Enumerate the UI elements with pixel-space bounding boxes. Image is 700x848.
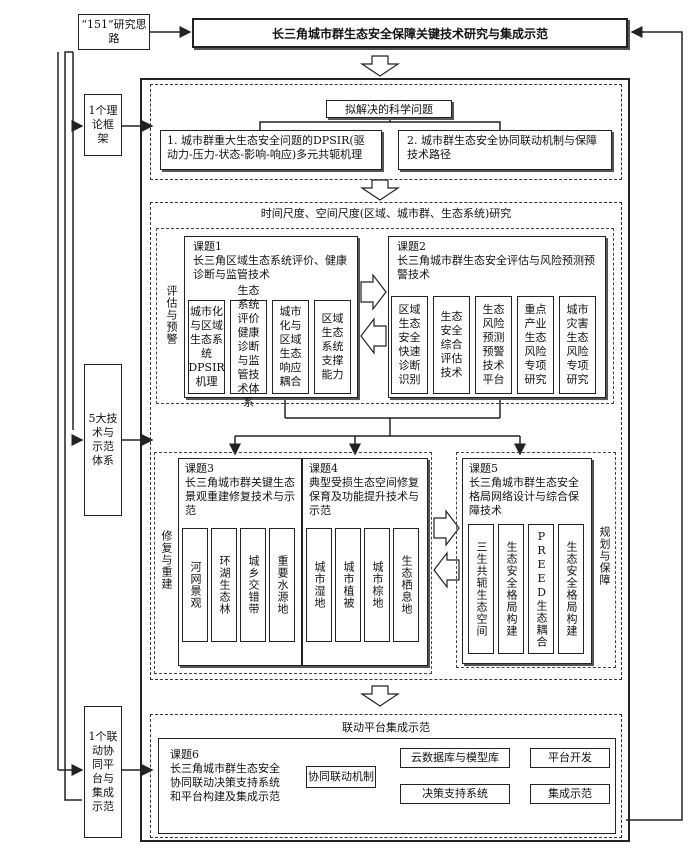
scale-header-text: 时间尺度、空间尺度(区域、城市群、生态系统)研究 (260, 207, 512, 220)
platform-dev-box: 平台开发 (530, 748, 610, 768)
platform-header: 联动平台集成示范 (160, 720, 612, 736)
topic2-item: 重点产业生态风险专项研究 (517, 296, 554, 394)
idea-box: “151”研究思路 (78, 14, 150, 50)
tech-frame (150, 202, 622, 680)
restore-label: 修复与重建 (156, 510, 176, 610)
topic1-item-text: 城市化与区域生态响应耦合 (279, 305, 302, 388)
topic2-item: 生态安全综合评估技术 (433, 296, 470, 394)
topic3-item-text: 城乡交错带 (247, 555, 260, 615)
theory-box: 1个理论框架 (84, 94, 122, 156)
topic2-item-text: 区域生态安全快速诊断识别 (398, 303, 421, 386)
plan-label-text: 规划与保障 (598, 526, 611, 586)
topic3-item: 重要水源地 (269, 528, 295, 642)
project-title: 长三角城市群生态安全保障关键技术研究与集成示范 (192, 18, 628, 48)
mechanism-text: 协同联动机制 (308, 770, 374, 783)
science-frame (150, 84, 622, 180)
science-q2-text: 2. 城市群生态安全协同联动机制与保障技术路径 (407, 134, 597, 161)
topic1-item: 区域生态系统支撑能力 (314, 300, 351, 394)
topic4-item: 城市棕地 (364, 528, 390, 642)
topic1-item: 城市化与区域生态响应耦合 (272, 300, 309, 394)
assess-label-text: 评估与预警 (165, 285, 178, 345)
topic1-item-text: 生态系统评价健康诊断与监管技术体系 (237, 284, 260, 409)
topic2-title: 课题2 长三角城市群生态安全评估与风险预测预警技术 (397, 240, 595, 281)
platform-header-text: 联动平台集成示范 (342, 721, 430, 734)
decision-system-text: 决策支持系统 (422, 787, 488, 800)
outer-frame (140, 78, 630, 842)
integrated-demo-box: 集成示范 (530, 784, 610, 804)
topic5-item-text: 生态安全格局构建 (505, 541, 518, 637)
topic3-title: 课题3 长三角城市群关键生态景观重建修复技术与示范 (185, 462, 295, 517)
assess-label: 评估与预警 (160, 260, 182, 370)
topic5-item: 生态安全格局构建 (558, 524, 584, 654)
topic6-title: 课题6 长三角城市群生态安全协同联动决策支持系统和平台构建及集成示范 (170, 748, 280, 803)
platform-label: 1个联动协同平台与集成示范 (88, 730, 118, 813)
topic5-item: 生态安全格局构建 (498, 524, 524, 654)
topic3-item: 城乡交错带 (240, 528, 266, 642)
topic1-item-text: 区域生态系统支撑能力 (321, 312, 344, 381)
topic5-item: 三生共轭生态空间 (468, 524, 494, 654)
science-q1: 1. 城市群重大生态安全问题的DPSIR(驱动力-压力-状态-影响-响应)多元共… (160, 130, 382, 170)
science-q1-text: 1. 城市群重大生态安全问题的DPSIR(驱动力-压力-状态-影响-响应)多元共… (167, 134, 365, 161)
topic5-item-text: 三生共轭生态空间 (475, 541, 488, 637)
topic2-item-text: 生态安全综合评估技术 (440, 310, 463, 379)
topic3-item-text: 河网景观 (189, 561, 202, 609)
topic2-item: 城市灾害生态风险专项研究 (559, 296, 596, 394)
platform-dev-text: 平台开发 (548, 751, 592, 764)
topic2-item-text: 城市灾害生态风险专项研究 (566, 303, 589, 386)
topic5-item-text: 生态安全格局构建 (565, 541, 578, 637)
topic3-item-text: 重要水源地 (276, 555, 289, 615)
topic5-item: PREED生态耦合 (528, 524, 554, 654)
mechanism-box: 协同联动机制 (306, 766, 376, 788)
topic2-item: 生态风险预测预警技术平台 (475, 296, 512, 394)
science-header-text: 拟解决的科学问题 (345, 103, 433, 116)
restore-group (154, 452, 432, 674)
assess-group (156, 228, 614, 404)
integrated-demo-text: 集成示范 (548, 787, 592, 800)
topic1-title: 课题1 长三角区域生态系统评价、健康诊断与监管技术 (193, 240, 347, 281)
topic1-item: 城市化与区域生态系统DPSIR机理 (188, 300, 225, 394)
theory-label: 1个理论框架 (88, 104, 118, 145)
tech-label: 5大技术与示范体系 (88, 412, 118, 467)
topic2-item: 区域生态安全快速诊断识别 (391, 296, 428, 394)
topic4-item-text: 生态栖息地 (400, 555, 413, 615)
topic3-item: 河网景观 (182, 528, 208, 642)
restore-label-text: 修复与重建 (160, 530, 173, 590)
topic2-item-text: 重点产业生态风险专项研究 (524, 303, 547, 386)
science-header: 拟解决的科学问题 (326, 100, 452, 118)
topic4-item: 城市湿地 (306, 528, 332, 642)
science-q2: 2. 城市群生态安全协同联动机制与保障技术路径 (398, 130, 612, 170)
decision-system-box: 决策支持系统 (400, 784, 510, 804)
cloud-db-box: 云数据库与模型库 (400, 748, 510, 768)
topic5-item-text: PREED生态耦合 (535, 530, 548, 648)
platform-frame (150, 714, 622, 838)
topic4-item-text: 城市棕地 (371, 561, 384, 609)
platform-box: 1个联动协同平台与集成示范 (84, 706, 122, 838)
topic2-item-text: 生态风险预测预警技术平台 (482, 303, 505, 386)
plan-group (456, 452, 616, 668)
topic5-title: 课题5 长三角城市群生态安全格局网络设计与综合保障技术 (469, 462, 579, 517)
topic4-item-text: 城市植被 (342, 561, 355, 609)
project-title-text: 长三角城市群生态安全保障关键技术研究与集成示范 (271, 26, 548, 41)
topic4-title: 课题4 典型受损生态空间修复保育及功能提升技术与示范 (309, 462, 419, 517)
topic4-item: 城市植被 (335, 528, 361, 642)
idea-label: “151”研究思路 (81, 18, 147, 45)
tech-box: 5大技术与示范体系 (84, 364, 122, 516)
topic4-item: 生态栖息地 (393, 528, 419, 642)
topic3-item: 环湖生态林 (211, 528, 237, 642)
topic1-item-text: 城市化与区域生态系统DPSIR机理 (188, 305, 225, 388)
topic3-item-text: 环湖生态林 (218, 555, 231, 615)
cloud-db-text: 云数据库与模型库 (411, 751, 499, 764)
topic1-item: 生态系统评价健康诊断与监管技术体系 (230, 284, 267, 409)
scale-header: 时间尺度、空间尺度(区域、城市群、生态系统)研究 (160, 206, 612, 222)
plan-label: 规划与保障 (594, 506, 614, 606)
topic4-item-text: 城市湿地 (313, 561, 326, 609)
